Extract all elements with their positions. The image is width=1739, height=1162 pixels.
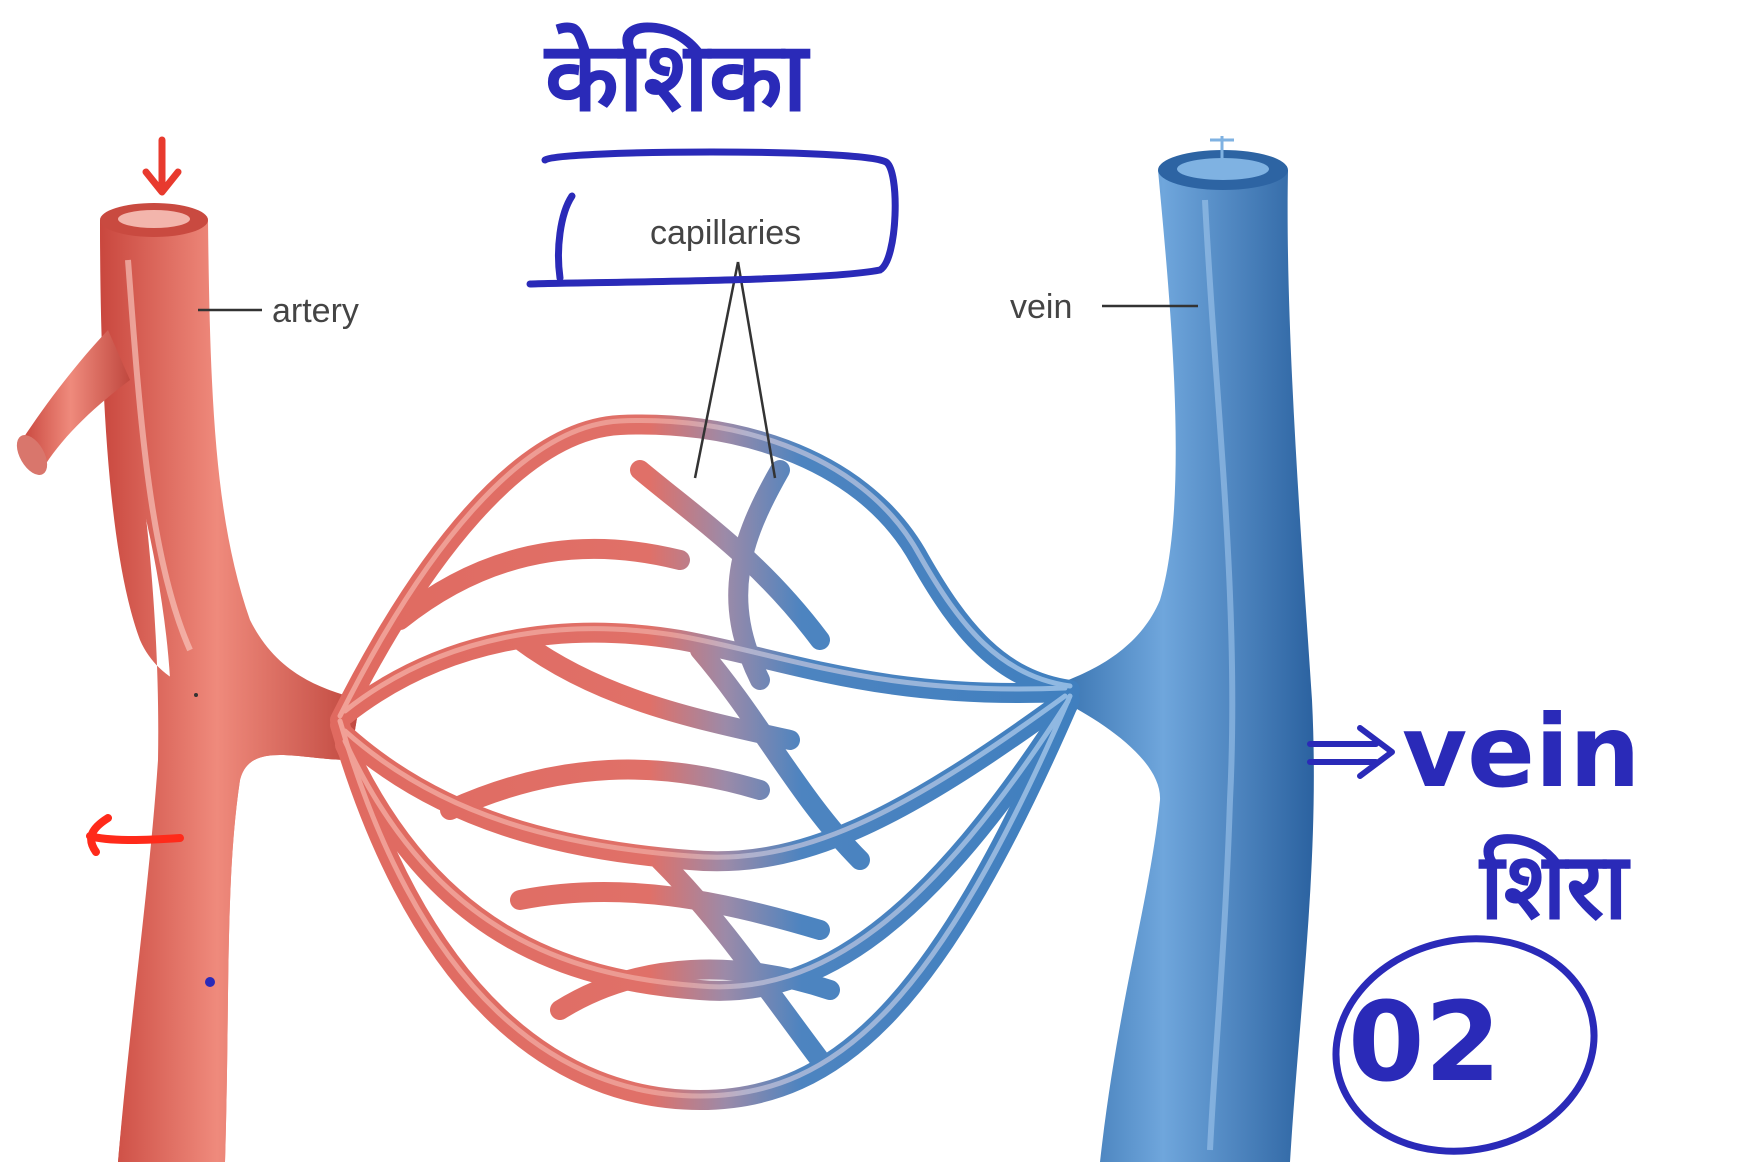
capillaries-hindi-annotation: केशिका — [543, 21, 811, 133]
vein-hindi-annotation: शिरा — [1478, 833, 1631, 940]
flow-down-arrow-icon — [146, 140, 178, 192]
artery-vessel — [11, 203, 360, 1162]
capillaries-leader-line-left — [695, 262, 738, 478]
ink-dot — [205, 977, 215, 987]
vein-label: vein — [1010, 288, 1072, 326]
artery-label: artery — [272, 292, 359, 330]
capillary-network — [340, 420, 1070, 1100]
capillaries-label: capillaries — [650, 214, 801, 252]
vein-vessel — [1040, 150, 1314, 1162]
arrow-right-icon — [1310, 728, 1392, 776]
ink-dot — [194, 693, 198, 697]
vein-english-annotation: vein — [1402, 693, 1640, 810]
circled-number-annotation: 02 — [1348, 978, 1501, 1106]
